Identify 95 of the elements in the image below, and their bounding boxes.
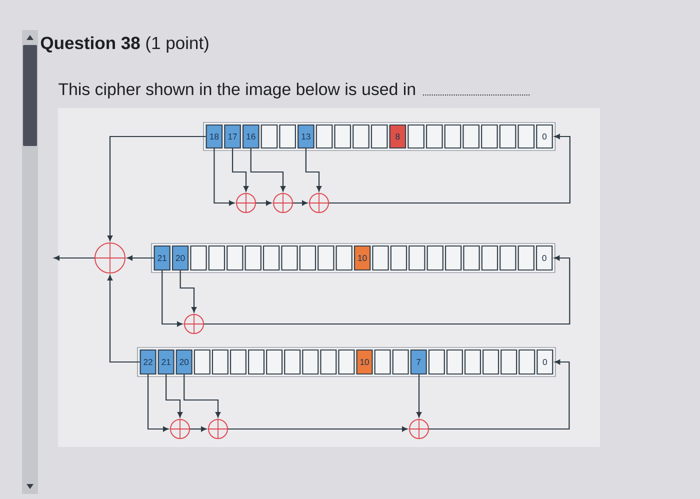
- arrow: [147, 374, 169, 432]
- arrow: [232, 148, 249, 192]
- register-cell: [518, 349, 536, 375]
- register-cell: 0: [536, 245, 553, 271]
- register-cell: [500, 349, 518, 375]
- register-cell: [248, 349, 265, 375]
- register-cell: [518, 245, 534, 271]
- arrow: [184, 374, 221, 418]
- arrow: [214, 148, 235, 206]
- register-cell: [464, 349, 482, 375]
- register-cell: [370, 124, 388, 149]
- register-cell: [281, 245, 298, 271]
- xor-symbol: [94, 242, 126, 274]
- xor-symbol: [309, 193, 329, 213]
- register-cell: [374, 349, 391, 375]
- register-cell: 18: [206, 124, 223, 149]
- register-cell: [500, 245, 516, 271]
- register-cell: [226, 245, 244, 271]
- arrow: [293, 200, 308, 206]
- register-cell: [444, 245, 462, 271]
- register-cell: [426, 124, 443, 149]
- register-cell: [338, 349, 355, 375]
- register-cell: 10: [354, 245, 371, 271]
- register-cell: [212, 349, 228, 375]
- xor-symbol: [273, 193, 293, 213]
- register-cell: 22: [140, 349, 156, 375]
- register-cell: 7: [410, 349, 427, 375]
- arrow: [180, 270, 197, 313]
- register-cell: 8: [389, 124, 406, 149]
- register-cell: [336, 245, 352, 271]
- register-cell: [318, 245, 334, 271]
- xor-symbol: [208, 419, 228, 439]
- arrow: [429, 359, 570, 430]
- xor-symbol: [236, 193, 256, 213]
- arrow: [256, 200, 272, 206]
- register-cell: [279, 124, 296, 149]
- arrow: [416, 374, 422, 418]
- xor-symbol: [184, 314, 204, 334]
- register-cell: [260, 124, 278, 149]
- register-cell: [230, 349, 246, 375]
- arrow: [126, 255, 154, 261]
- register-cell: 13: [298, 124, 314, 149]
- register-cell: 21: [158, 349, 174, 375]
- register-cell: [320, 349, 337, 375]
- register-cell: [481, 245, 498, 271]
- arrow: [329, 134, 570, 204]
- register-cell: [463, 245, 480, 271]
- register-cell: [408, 124, 424, 149]
- register-cell: [208, 245, 226, 271]
- register-cell: [266, 349, 283, 375]
- register-cell: [244, 245, 262, 271]
- register-cell: [482, 349, 500, 375]
- register-cell: 21: [154, 245, 170, 271]
- arrow: [204, 255, 570, 325]
- register-cell: [392, 349, 409, 375]
- arrow: [305, 148, 322, 192]
- register-cell: [481, 124, 498, 149]
- register-cell: [444, 124, 462, 149]
- arrow: [162, 270, 183, 327]
- question-text: This cipher shown in the image below is used in: [58, 82, 415, 99]
- register-cell: [284, 349, 301, 375]
- arrow: [228, 426, 408, 432]
- register-cell: [518, 124, 535, 149]
- register-cell: [426, 245, 444, 271]
- register-cell: 0: [536, 349, 554, 375]
- arrow: [166, 374, 183, 418]
- register-cell: 16: [242, 124, 260, 149]
- register-cell: [316, 124, 333, 149]
- register-cell: [499, 124, 516, 149]
- register-cell: 10: [356, 349, 373, 375]
- register-cell: [390, 245, 408, 271]
- arrow: [54, 255, 94, 261]
- arrow: [107, 274, 140, 363]
- register-cell: [334, 124, 352, 149]
- register-cell: [194, 349, 210, 375]
- arrow: [190, 426, 207, 432]
- register-cell: [190, 245, 207, 271]
- register-cell: [352, 124, 370, 149]
- arrow: [107, 136, 206, 242]
- register-cell: 20: [176, 349, 192, 375]
- register-cell: [299, 245, 316, 271]
- arrow: [250, 148, 286, 192]
- register-cell: 17: [224, 124, 241, 149]
- register-cell: [428, 349, 445, 375]
- register-cell: [302, 349, 319, 375]
- register-cell: [262, 245, 280, 271]
- register-cell: [372, 245, 389, 271]
- register-cell: [408, 245, 426, 271]
- register-cell: [462, 124, 480, 149]
- xor-symbol: [409, 419, 429, 439]
- question-title: Question 38 (1 point): [40, 36, 208, 53]
- xor-symbol: [170, 419, 190, 439]
- register-cell: 20: [172, 245, 189, 271]
- register-cell: 0: [536, 124, 553, 149]
- register-cell: [446, 349, 463, 375]
